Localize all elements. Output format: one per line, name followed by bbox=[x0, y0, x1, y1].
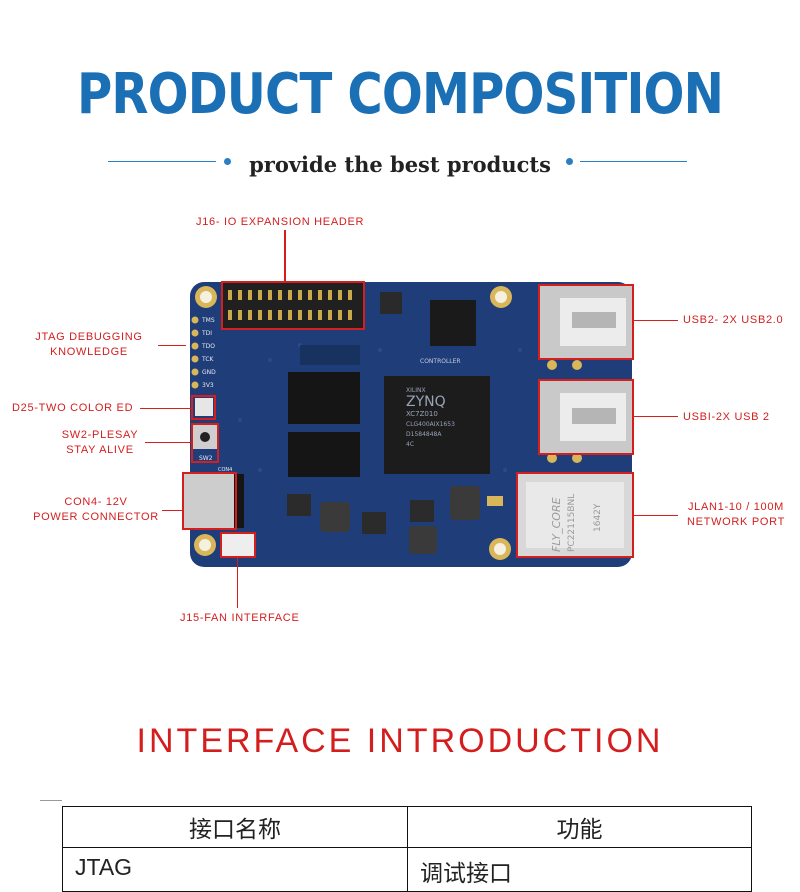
svg-text:CON4: CON4 bbox=[218, 467, 232, 473]
svg-text:FLY_CORE: FLY_CORE bbox=[550, 497, 563, 552]
label-usb2: USB2- 2X USB2.0 bbox=[683, 314, 784, 326]
chip-marking: XILINX bbox=[406, 387, 426, 394]
page-title: PRODUCT COMPOSITION bbox=[76, 62, 724, 127]
svg-text:1642Y: 1642Y bbox=[593, 503, 603, 532]
svg-text:PC22115BNL: PC22115BNL bbox=[567, 494, 577, 552]
io-header bbox=[223, 283, 363, 328]
chip-marking: XC7Z010 bbox=[406, 410, 438, 418]
label-jlan: JLAN1-10 / 100M NETWORK PORT bbox=[686, 501, 786, 528]
page-subtitle: provide the best products bbox=[249, 152, 551, 177]
chip-marking: D1584848A bbox=[406, 431, 442, 438]
chip-marking: ZYNQ bbox=[406, 394, 446, 410]
corner-mark bbox=[40, 800, 62, 801]
d25-led bbox=[195, 398, 213, 416]
usb2-port bbox=[540, 286, 632, 358]
jtag-pin-label: TDO bbox=[201, 343, 215, 350]
board-image: TMS TDI TDO TCK GND 3V3 XILINXZYNQXC7Z010CLG4… bbox=[184, 282, 632, 567]
inductor-1 bbox=[450, 486, 480, 520]
svg-text:SW2: SW2 bbox=[199, 455, 213, 462]
con4-box bbox=[182, 472, 237, 530]
usb2-box bbox=[538, 284, 634, 360]
section-title: INTERFACE INTRODUCTION bbox=[136, 722, 664, 760]
mounting-holes bbox=[194, 286, 512, 560]
column-header-name: 接口名称 bbox=[62, 806, 408, 848]
jtag-pin-label: 3V3 bbox=[202, 382, 214, 389]
column-header-function: 功能 bbox=[407, 806, 752, 848]
power-connector bbox=[184, 474, 234, 528]
label-jtag: JTAG DEBUGGING KNOWLEDGE bbox=[35, 331, 143, 358]
table-header-row: 接口名称 功能 bbox=[62, 806, 752, 848]
jtag-pin-label: TDI bbox=[201, 330, 212, 337]
d25-box bbox=[191, 395, 216, 420]
jlan-box bbox=[516, 472, 634, 558]
subtitle-right-dot bbox=[566, 158, 573, 165]
inductor-3 bbox=[409, 526, 437, 554]
svg-text:CONTROLLER: CONTROLLER bbox=[420, 358, 461, 365]
jtag-pin-label: TMS bbox=[201, 317, 215, 324]
zynq-chip bbox=[384, 376, 490, 474]
interface-table: 接口名称 功能 JTAG 调试接口 bbox=[62, 806, 752, 892]
inductor-2 bbox=[320, 502, 350, 532]
label-sw2: SW2-PLESAY STAY ALIVE bbox=[61, 429, 139, 456]
chip-marking: 4C bbox=[406, 441, 414, 448]
ddr-chip-1 bbox=[288, 372, 360, 424]
subtitle-left-line bbox=[108, 161, 216, 162]
subtitle-left-dot bbox=[224, 158, 231, 165]
label-usb1: USBI-2X USB 2 bbox=[683, 411, 770, 423]
controller-chip bbox=[430, 300, 476, 346]
usb1-box bbox=[538, 379, 634, 455]
label-d25: D25-TWO COLOR ED bbox=[12, 402, 134, 414]
sw2-box bbox=[191, 423, 219, 463]
label-j16: J16- IO EXPANSION HEADER bbox=[196, 216, 365, 228]
label-con4: CON4- 12V POWER CONNECTOR bbox=[33, 496, 159, 523]
chip-marking: CLG400AIX1653 bbox=[406, 421, 455, 428]
j16-box bbox=[221, 281, 365, 330]
jtag-pin-label: TCK bbox=[201, 356, 215, 363]
j15-box bbox=[220, 532, 256, 558]
subtitle-right-line bbox=[580, 161, 687, 162]
ddr-chip-2 bbox=[288, 432, 360, 477]
jtag-pads bbox=[191, 316, 199, 389]
jtag-pin-label: GND bbox=[202, 369, 216, 376]
fan-connector bbox=[222, 534, 254, 556]
label-j15: J15-FAN INTERFACE bbox=[180, 612, 300, 624]
usb1-port bbox=[540, 381, 632, 453]
